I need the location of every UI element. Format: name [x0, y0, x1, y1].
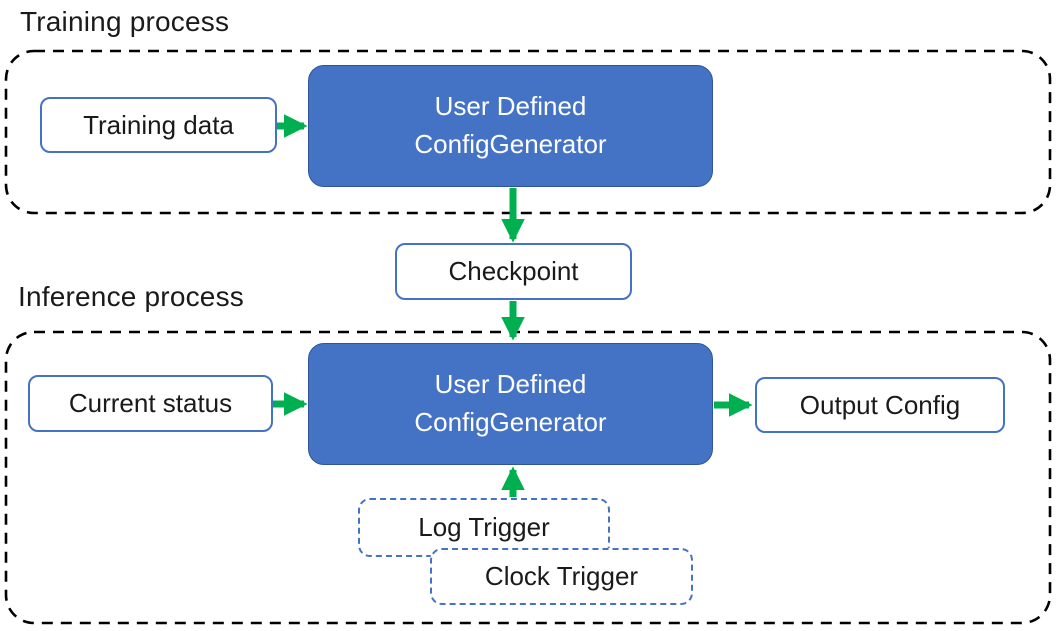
training-process-container: [4, 49, 1052, 215]
training-process-label: Training process: [20, 6, 230, 37]
inference-configgenerator-line1: User Defined: [434, 369, 587, 400]
training-configgenerator-box: User Defined ConfigGenerator: [308, 65, 713, 187]
output-config-box: Output Config: [755, 377, 1005, 433]
inference-process-label: Inference process: [18, 281, 244, 312]
current-status-box: Current status: [28, 375, 273, 432]
inference-configgenerator-line2: ConfigGenerator: [414, 407, 607, 437]
inference-configgenerator-box: User Defined ConfigGenerator: [308, 343, 713, 465]
clock-trigger-box: Clock Trigger: [430, 548, 693, 605]
training-data-box: Training data: [40, 97, 277, 153]
training-configgenerator-line2: ConfigGenerator: [414, 129, 607, 159]
inference-process-container: [4, 330, 1052, 625]
training-configgenerator-line1: User Defined: [434, 91, 587, 122]
checkpoint-box: Checkpoint: [395, 243, 632, 300]
